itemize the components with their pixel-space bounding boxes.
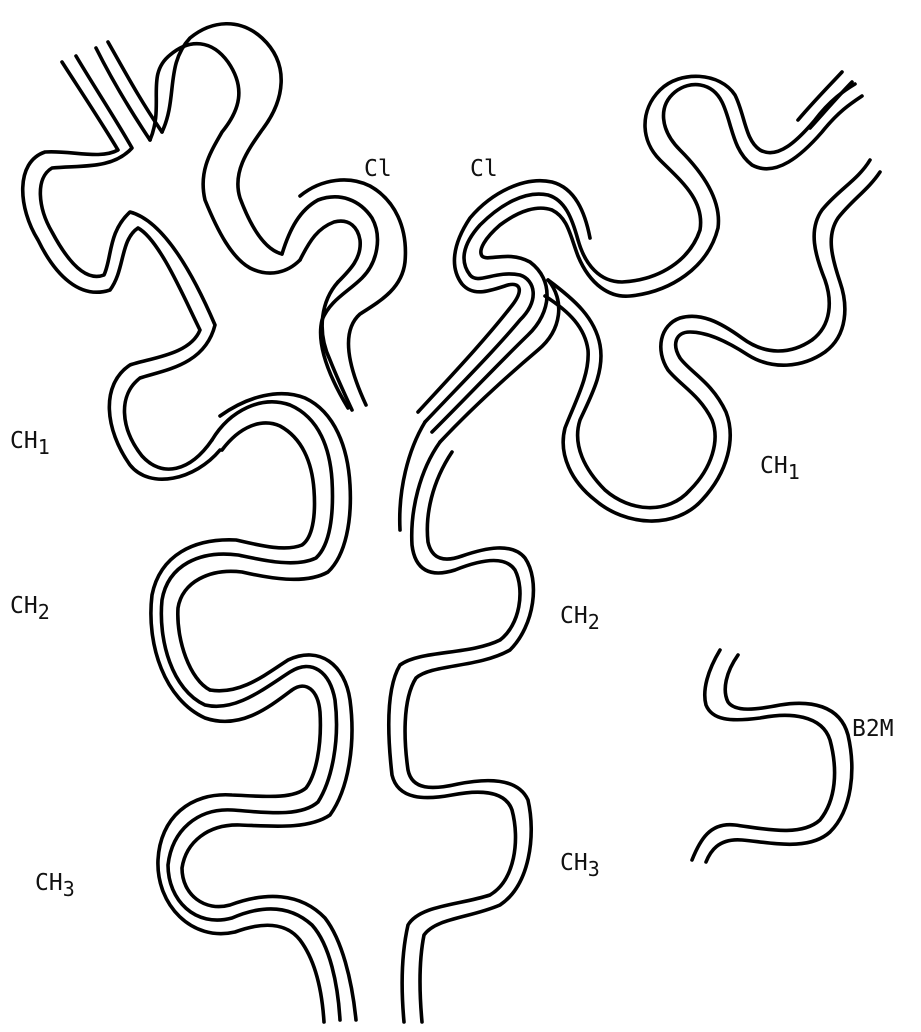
right-heavy-chain-upper [418,72,880,521]
label-ch2-right: CH2 [560,605,600,628]
label-ch1-left: CH1 [10,430,50,453]
label-ch2-left-main: CH [10,593,38,619]
right-heavy-chain-constant [389,422,534,1022]
label-cl-left: Cl [364,158,392,181]
label-ch1-right: CH1 [760,455,800,478]
label-b2m: B2M [852,718,894,741]
label-ch3-right-main: CH [560,850,588,876]
label-ch2-right-main: CH [560,603,588,629]
b2m-domain [692,650,852,862]
label-cl-right-text: Cl [470,156,498,182]
label-ch3-right: CH3 [560,852,600,875]
label-ch1-right-main: CH [760,453,788,479]
label-ch1-left-sub: 1 [38,435,50,459]
left-heavy-chain-constant [151,394,356,1022]
label-ch3-right-sub: 3 [588,857,600,881]
label-b2m-text: B2M [852,716,894,742]
left-heavy-chain-upper [23,24,406,479]
label-ch3-left-main: CH [35,870,63,896]
label-ch2-left-sub: 2 [38,600,50,624]
label-ch2-left: CH2 [10,595,50,618]
label-ch3-left-sub: 3 [63,877,75,901]
label-ch1-left-main: CH [10,428,38,454]
label-ch3-left: CH3 [35,872,75,895]
label-cl-right: Cl [470,158,498,181]
label-ch2-right-sub: 2 [588,610,600,634]
label-ch1-right-sub: 1 [788,460,800,484]
label-cl-left-text: Cl [364,156,392,182]
